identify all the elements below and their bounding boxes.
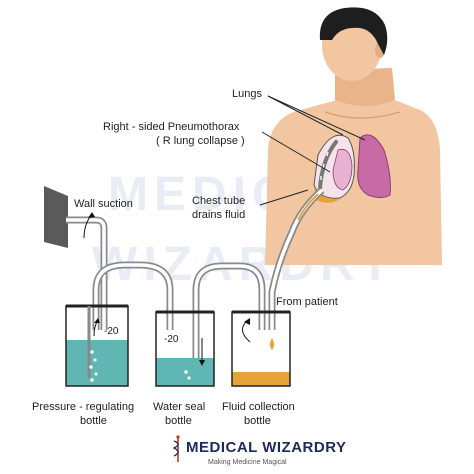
suction-arrow-head bbox=[88, 212, 95, 218]
watermark-line1: MEDIC bbox=[108, 168, 293, 221]
collapsed-lung bbox=[332, 148, 353, 191]
brand-tagline: Making Medicine Magical bbox=[208, 459, 287, 466]
caption-water-seal-line1: Water seal bbox=[153, 401, 205, 413]
suction-tube-inner bbox=[66, 218, 106, 330]
healthy-lung bbox=[357, 134, 391, 198]
caption-water-seal-line2: bottle bbox=[165, 415, 192, 427]
connector-tube-1-inner bbox=[94, 263, 172, 330]
brand-logo: MEDICAL WIZARDRY Making Medicine Magical bbox=[172, 435, 347, 466]
bottle1-water bbox=[66, 340, 128, 386]
wall-suction-unit bbox=[44, 186, 68, 248]
bottle1-flow-arrowhead bbox=[94, 318, 100, 323]
label-wall-suction: Wall suction bbox=[74, 198, 133, 210]
patient-collarbone bbox=[324, 111, 401, 119]
bottle1-pressure-value: -20 bbox=[104, 326, 119, 337]
caption-collection-line1: Fluid collection bbox=[222, 401, 295, 413]
wall-plate bbox=[44, 186, 68, 248]
bottle3-drip bbox=[270, 338, 274, 350]
label-chest-tube-line2: drains fluid bbox=[192, 209, 245, 221]
brand-name: MEDICAL WIZARDRY bbox=[186, 439, 347, 456]
bottle2-bubbles bbox=[184, 370, 191, 380]
label-chest-tube-line1: Chest tube bbox=[192, 195, 245, 207]
caption-pressure-line2: bottle bbox=[80, 415, 107, 427]
label-from-patient: From patient bbox=[276, 296, 338, 308]
leader-lines bbox=[259, 95, 366, 206]
pressure-regulating-bottle: -20 bbox=[65, 304, 129, 387]
bottle2-flow-arrowhead bbox=[199, 360, 205, 366]
patient-figure bbox=[265, 7, 442, 265]
label-lungs: Lungs bbox=[232, 88, 262, 100]
bottle3-flow-arrowhead bbox=[244, 318, 250, 325]
bottle3-fluid bbox=[232, 372, 290, 386]
caption-collection-line2: bottle bbox=[244, 415, 271, 427]
chest-tube-inner-holes bbox=[320, 151, 329, 180]
chest-tube-inner bbox=[318, 140, 338, 190]
caduceus-icon bbox=[172, 435, 180, 462]
connector-tube-2-inner bbox=[194, 264, 264, 372]
drain-fluid-trace bbox=[297, 193, 319, 221]
water-seal-bottle: -20 bbox=[155, 310, 215, 387]
caption-pressure-line1: Pressure - regulating bbox=[32, 401, 134, 413]
bottle1-bubbles bbox=[89, 350, 98, 382]
pleural-fluid bbox=[314, 186, 340, 203]
patient-hair bbox=[319, 7, 388, 55]
fluid-collection-bottle bbox=[231, 310, 291, 387]
label-pneumothorax-line2: ( R lung collapse ) bbox=[156, 135, 245, 147]
bottle2-pressure-value: -20 bbox=[164, 334, 179, 345]
label-pneumothorax-line1: Right - sided Pneumothorax bbox=[103, 121, 240, 133]
